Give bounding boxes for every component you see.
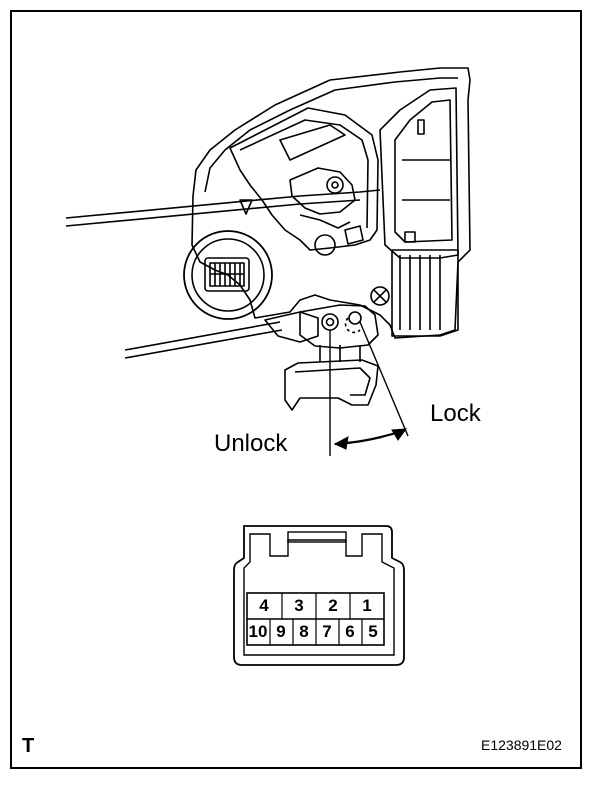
pin-number: 9 bbox=[276, 622, 286, 641]
lock-direction-indicator bbox=[329, 321, 409, 456]
figure-code: E123891E02 bbox=[481, 737, 562, 753]
pin-number: 4 bbox=[259, 596, 269, 615]
unlock-label: Unlock bbox=[214, 430, 288, 457]
pin-number: 8 bbox=[299, 622, 309, 641]
arrowhead-lock bbox=[391, 428, 408, 441]
pin-number: 7 bbox=[322, 622, 332, 641]
pin-number: 2 bbox=[328, 596, 338, 615]
figure-border bbox=[10, 10, 582, 769]
pin-number: 3 bbox=[294, 596, 304, 615]
lock-label: Lock bbox=[430, 400, 481, 427]
connector-inner-housing bbox=[243, 533, 395, 656]
pin-number: 10 bbox=[248, 622, 268, 641]
door-lock-assembly bbox=[65, 67, 471, 411]
pin-number: 5 bbox=[368, 622, 378, 641]
pin-number: 6 bbox=[345, 622, 355, 641]
corner-letter: T bbox=[22, 735, 35, 757]
lock-angle-line bbox=[359, 321, 409, 437]
connector-outer-housing bbox=[233, 525, 405, 666]
pin-number: 1 bbox=[362, 596, 372, 615]
connector-latch bbox=[287, 531, 347, 543]
arrowhead-unlock bbox=[333, 436, 349, 450]
connector-face-view bbox=[233, 525, 405, 666]
